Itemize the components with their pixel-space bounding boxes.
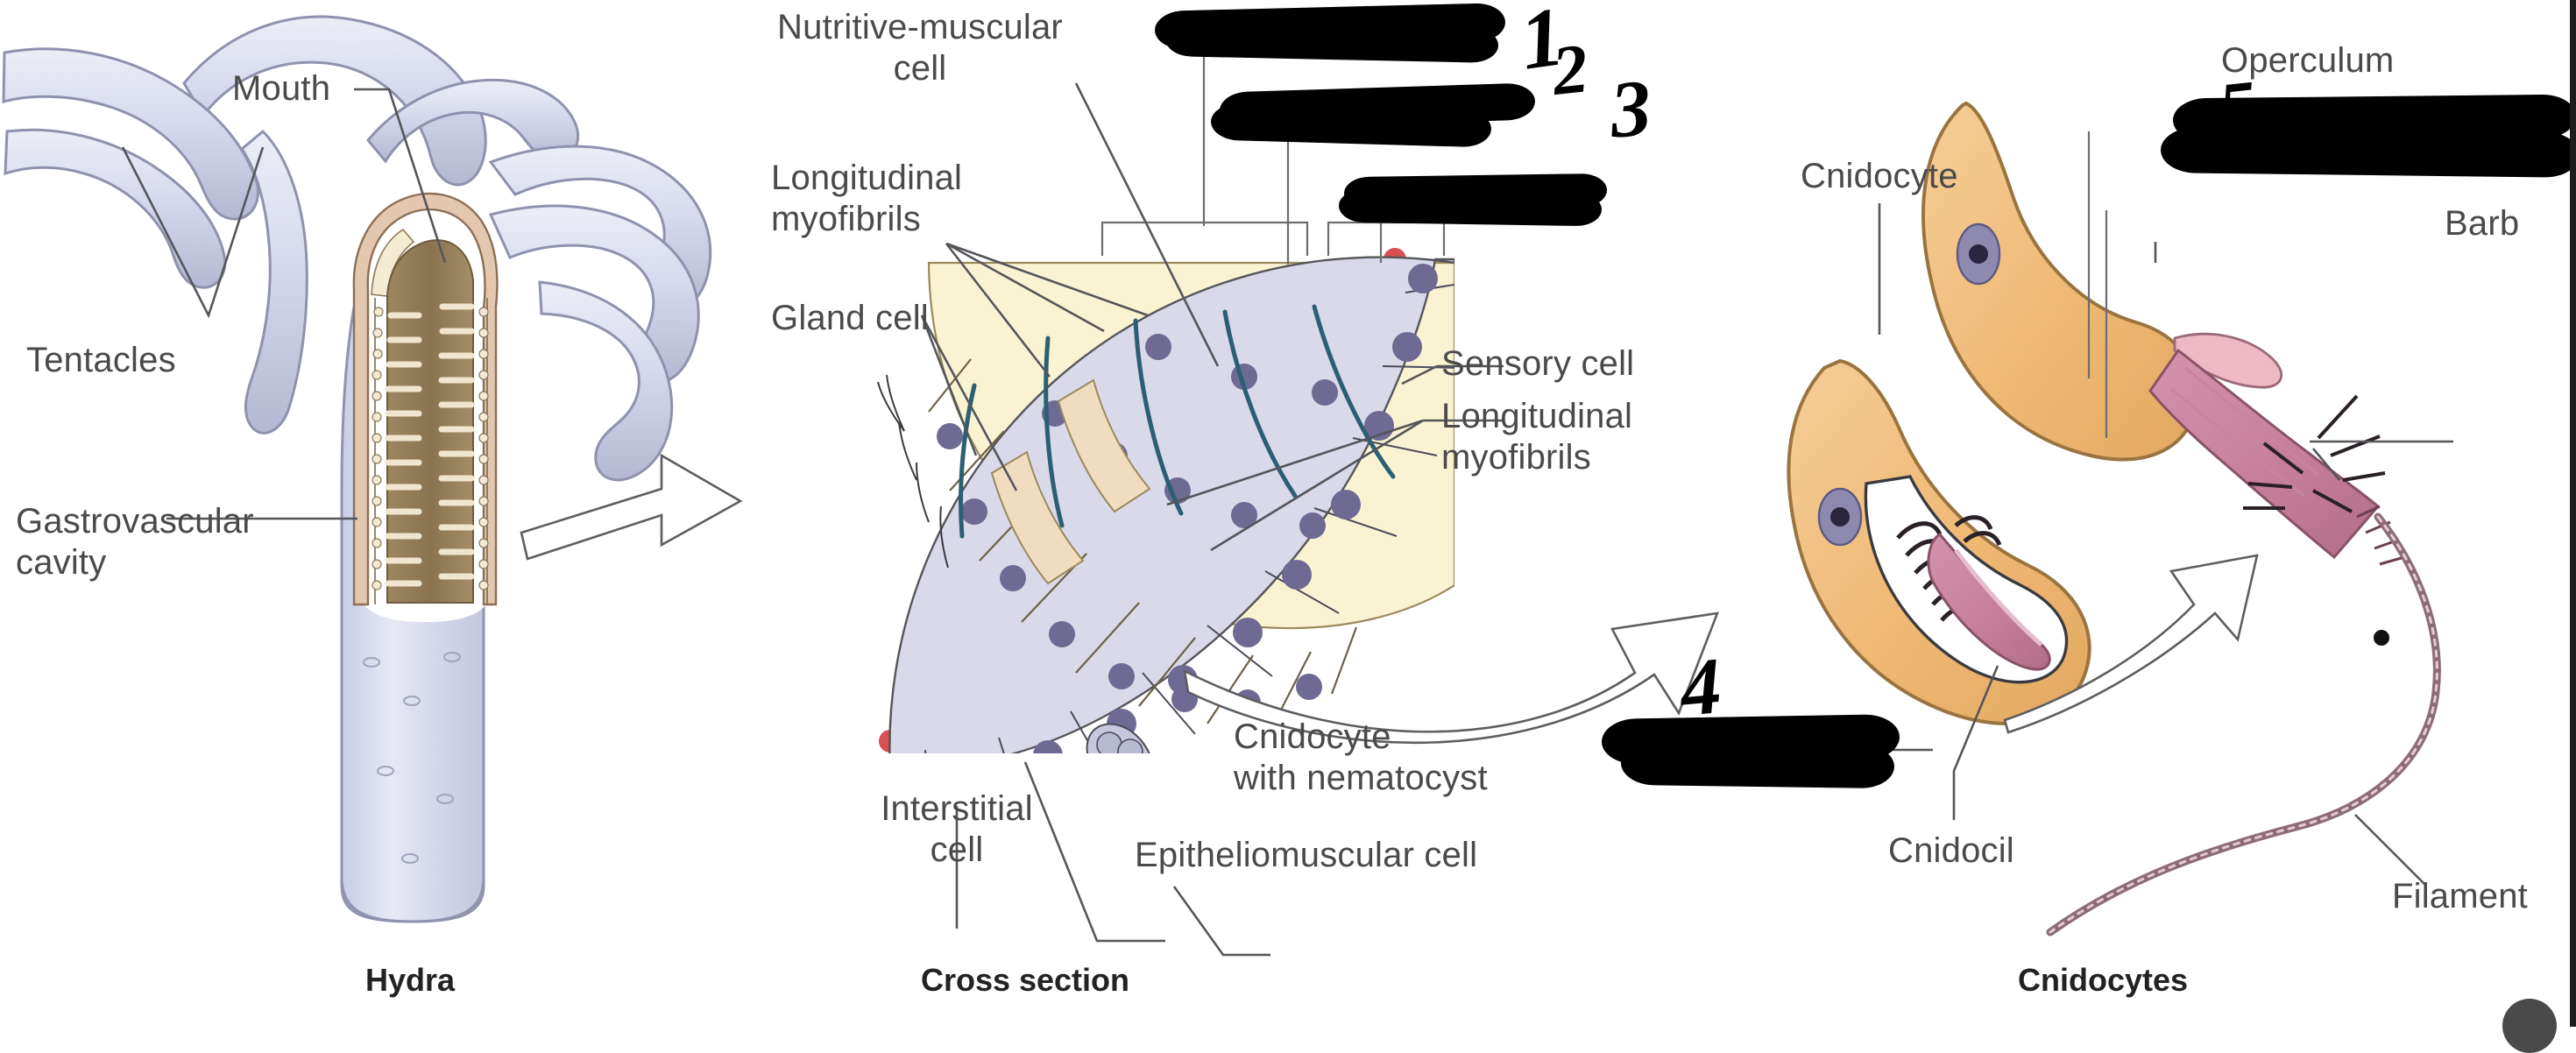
label-longitudinal-myofibrils-right: Longitudinal myofibrils — [1441, 397, 1633, 477]
label-tentacles: Tentacles — [26, 341, 176, 379]
cross-section-illustration — [877, 221, 1454, 753]
cnidocyte-discharged — [1921, 101, 2441, 936]
redaction-1b — [1164, 21, 1499, 63]
label-operculum: Operculum — [2221, 41, 2395, 80]
cnidocytes-illustration — [1787, 101, 2441, 936]
arrow-hydra-to-cross-section — [520, 453, 743, 561]
cnidocyte-leader-lines — [1878, 131, 2453, 886]
label-interstitial-cell: Interstitial cell — [881, 789, 1033, 870]
redaction-3b — [1338, 188, 1603, 227]
bottom-right-dot[interactable] — [2502, 999, 2557, 1053]
hydra-illustration — [2, 15, 712, 923]
hydra-leader-lines — [121, 88, 447, 520]
caption-hydra: Hydra — [364, 962, 456, 998]
label-nutritive-muscular-cell: Nutritive-muscular cell — [777, 8, 1063, 88]
handwritten-3: 3 — [1607, 62, 1654, 155]
diagram-artwork — [2, 15, 2453, 957]
label-gastrovascular-cavity: Gastrovascular cavity — [16, 502, 254, 583]
label-barb: Barb — [2445, 204, 2520, 243]
label-mouth: Mouth — [232, 69, 331, 108]
redaction-4b — [1620, 740, 1895, 789]
arrow-undischarged-to-discharged — [2003, 554, 2259, 734]
redaction-2b — [1210, 102, 1492, 148]
handwritten-5: 5 — [2214, 64, 2261, 152]
caption-cross-section: Cross section — [920, 962, 1130, 998]
caption-cnidocytes: Cnidocytes — [2017, 962, 2189, 998]
label-sensory-cell: Sensory cell — [1441, 344, 1635, 383]
label-cnidocyte-with-nematocyst: Cnidocyte with nematocyst — [1234, 717, 1488, 798]
label-cnidocil: Cnidocil — [1888, 831, 2014, 870]
label-gland-cell: Gland cell — [771, 299, 929, 337]
arrow-cross-section-to-cnidocytes — [1183, 611, 1720, 745]
label-epitheliomuscular-cell: Epitheliomuscular cell — [1135, 836, 1478, 874]
cross-section-leader-lines — [920, 48, 1504, 957]
label-filament: Filament — [2392, 877, 2528, 915]
cnidocyte-undischarged — [1787, 358, 2091, 725]
label-longitudinal-myofibrils-left: Longitudinal myofibrils — [771, 159, 963, 239]
right-edge-border — [2570, 0, 2576, 1027]
label-cnidocyte: Cnidocyte — [1801, 157, 1958, 195]
handwritten-2: 2 — [1548, 30, 1592, 110]
handwritten-4: 4 — [1676, 640, 1725, 733]
